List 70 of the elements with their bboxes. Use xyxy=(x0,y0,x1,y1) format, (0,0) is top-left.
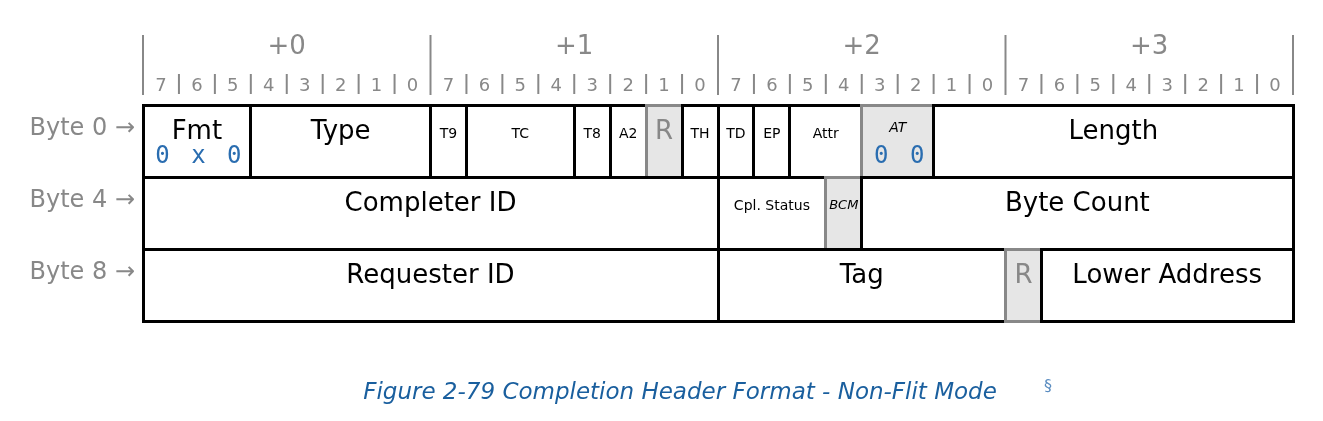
bit-number: 0 xyxy=(1268,74,1282,95)
section-mark: § xyxy=(1044,376,1052,395)
bit-number: 2 xyxy=(1196,74,1210,95)
field-label: T9 xyxy=(438,124,459,141)
byte-offset-label: +0 xyxy=(266,30,307,60)
field-label: A2 xyxy=(617,124,639,141)
field-label: T8 xyxy=(582,124,602,141)
field-label: Length xyxy=(1067,114,1160,145)
field-label: Completer ID xyxy=(343,186,518,217)
field-label: AT xyxy=(887,118,908,135)
field-value: 0 xyxy=(873,140,890,169)
field-label: Tag xyxy=(838,258,885,289)
bit-number: 1 xyxy=(1232,74,1246,95)
field-value: 0 xyxy=(154,140,171,169)
field-label: Byte Count xyxy=(1003,186,1151,217)
field-label: BCM xyxy=(828,196,860,212)
bit-number: 5 xyxy=(513,74,528,95)
field-label: Cpl. Status xyxy=(732,196,811,213)
bit-number: 1 xyxy=(657,74,671,95)
field-box xyxy=(1039,247,1295,323)
bit-number: 4 xyxy=(549,74,563,95)
field-box xyxy=(1004,247,1043,323)
field-label: Requester ID xyxy=(345,258,516,289)
field-label: Attr xyxy=(811,124,840,141)
byte-offset-label: +2 xyxy=(841,30,882,60)
field-label: R xyxy=(1013,258,1034,289)
field-box xyxy=(249,103,432,179)
field-label: TH xyxy=(689,124,711,141)
bit-number: 0 xyxy=(405,74,420,95)
byte-offset-label: +3 xyxy=(1129,30,1170,60)
bit-number: 6 xyxy=(1052,74,1067,95)
field-label: Type xyxy=(309,114,372,145)
row-label: Byte 8 → xyxy=(28,257,135,285)
bit-number: 3 xyxy=(298,74,312,95)
bit-number: 2 xyxy=(908,74,923,95)
bit-number: 7 xyxy=(154,74,168,95)
field-box xyxy=(860,175,1295,251)
bit-number: 7 xyxy=(441,74,456,95)
bit-number: 5 xyxy=(801,74,815,95)
bit-number: 3 xyxy=(1160,74,1174,95)
bit-number: 1 xyxy=(369,74,384,95)
field-box xyxy=(932,103,1295,179)
bit-number: 6 xyxy=(477,74,492,95)
field-value: 0 xyxy=(226,140,243,169)
byte-offset-label: +1 xyxy=(554,30,595,60)
field-label: TD xyxy=(725,124,747,141)
bit-number: 3 xyxy=(873,74,887,95)
bit-number: 4 xyxy=(262,74,276,95)
bit-number: 1 xyxy=(944,74,959,95)
field-label: TC xyxy=(510,124,531,141)
bit-number: 7 xyxy=(1016,74,1031,95)
bit-number: 4 xyxy=(837,74,851,95)
bit-number: 2 xyxy=(333,74,348,95)
bit-number: 6 xyxy=(190,74,204,95)
row-label: Byte 0 → xyxy=(28,113,135,141)
bit-number: 7 xyxy=(729,74,743,95)
field-label: Lower Address xyxy=(1071,258,1264,289)
bit-number: 5 xyxy=(226,74,240,95)
figure-caption: Figure 2-79 Completion Header Format - Non-Flit Mode xyxy=(362,378,998,404)
bit-number: 3 xyxy=(585,74,599,95)
bit-number: 5 xyxy=(1088,74,1103,95)
bit-number: 4 xyxy=(1124,74,1138,95)
bit-number: 0 xyxy=(693,74,707,95)
field-value: 0 xyxy=(908,140,926,169)
row-label: Byte 4 → xyxy=(28,185,135,213)
field-label: R xyxy=(654,114,675,145)
bit-number: 2 xyxy=(621,74,635,95)
bit-number: 0 xyxy=(980,74,995,95)
bit-number: 6 xyxy=(765,74,779,95)
field-label: EP xyxy=(762,124,782,141)
